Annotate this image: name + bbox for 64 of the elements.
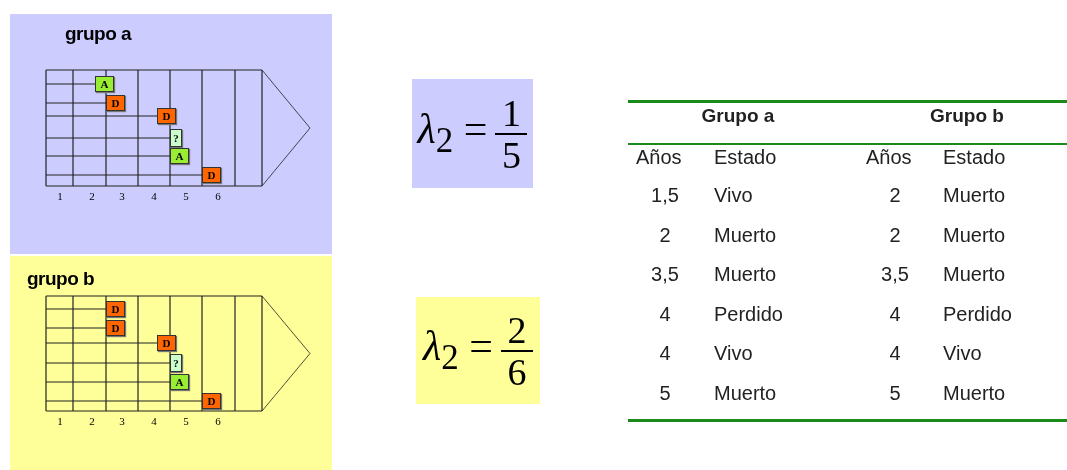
status-marker: A bbox=[95, 76, 114, 92]
status-cell: Muerto bbox=[943, 184, 1006, 207]
axis-tick-label: 5 bbox=[183, 415, 189, 427]
denominator: 6 bbox=[506, 351, 528, 392]
formula-lhs: λ$_{2}$ = bbox=[417, 105, 488, 162]
denominator: 5 bbox=[500, 134, 522, 175]
status-marker: D bbox=[106, 320, 125, 336]
axis-tick-label: 6 bbox=[215, 190, 221, 202]
group-header: Grupo a bbox=[701, 105, 775, 127]
status-marker: D bbox=[202, 167, 221, 183]
panel-title: grupo b bbox=[27, 268, 95, 290]
status-marker: D bbox=[157, 108, 176, 124]
numerator: 1 bbox=[500, 92, 522, 133]
column-header: Años bbox=[866, 146, 912, 169]
status-cell: Perdido bbox=[714, 302, 783, 326]
group-panel bbox=[10, 256, 332, 470]
axis-tick-label: 1 bbox=[57, 415, 63, 427]
axis-tick-label: 2 bbox=[89, 190, 95, 202]
years-cell: 3,5 bbox=[651, 263, 679, 286]
years-cell: 4 bbox=[659, 302, 671, 326]
status-cell: Muerto bbox=[943, 381, 1006, 405]
axis-tick-label: 5 bbox=[183, 190, 189, 202]
status-cell: Muerto bbox=[943, 263, 1006, 286]
years-cell: 4 bbox=[889, 302, 901, 326]
status-marker: ? bbox=[170, 354, 182, 372]
axis-tick-label: 6 bbox=[215, 415, 221, 427]
years-cell: 2 bbox=[889, 223, 901, 247]
status-marker: A bbox=[170, 374, 189, 390]
years-cell: 4 bbox=[659, 342, 671, 365]
years-cell: 2 bbox=[659, 223, 671, 247]
axis-tick-label: 3 bbox=[119, 415, 125, 427]
status-marker: D bbox=[157, 335, 176, 351]
status-marker: ? bbox=[170, 129, 182, 147]
axis-tick-label: 3 bbox=[119, 190, 125, 202]
status-marker: D bbox=[106, 301, 125, 317]
status-cell: Vivo bbox=[714, 342, 753, 365]
column-header: Estado bbox=[943, 146, 1006, 169]
formula-lhs: λ$_{2}$ = bbox=[423, 322, 493, 379]
column-header: Años bbox=[636, 146, 682, 169]
years-cell: 2 bbox=[889, 184, 901, 207]
status-cell: Vivo bbox=[714, 184, 753, 207]
axis-tick-label: 4 bbox=[151, 415, 157, 427]
years-cell: 3,5 bbox=[881, 263, 909, 286]
status-cell: Muerto bbox=[714, 381, 777, 405]
years-cell: 5 bbox=[889, 381, 901, 405]
status-marker: A bbox=[170, 148, 189, 164]
panel-title: grupo a bbox=[65, 23, 132, 45]
status-cell: Muerto bbox=[714, 263, 777, 286]
group-header: Grupo b bbox=[930, 105, 1004, 127]
status-cell: Muerto bbox=[714, 223, 777, 247]
status-cell: Perdido bbox=[943, 302, 1012, 326]
years-cell: 5 bbox=[659, 381, 671, 405]
axis-tick-label: 2 bbox=[89, 415, 95, 427]
status-marker: D bbox=[106, 95, 125, 111]
axis-tick-label: 1 bbox=[57, 190, 63, 202]
axis-tick-label: 4 bbox=[151, 190, 157, 202]
status-cell: Muerto bbox=[943, 223, 1006, 247]
years-cell: 4 bbox=[889, 342, 901, 365]
numerator: 2 bbox=[506, 309, 528, 350]
column-header: Estado bbox=[714, 146, 777, 169]
status-marker: D bbox=[202, 393, 221, 409]
years-cell: 1,5 bbox=[651, 184, 679, 207]
group-panel bbox=[10, 14, 332, 254]
status-cell: Vivo bbox=[943, 342, 982, 365]
